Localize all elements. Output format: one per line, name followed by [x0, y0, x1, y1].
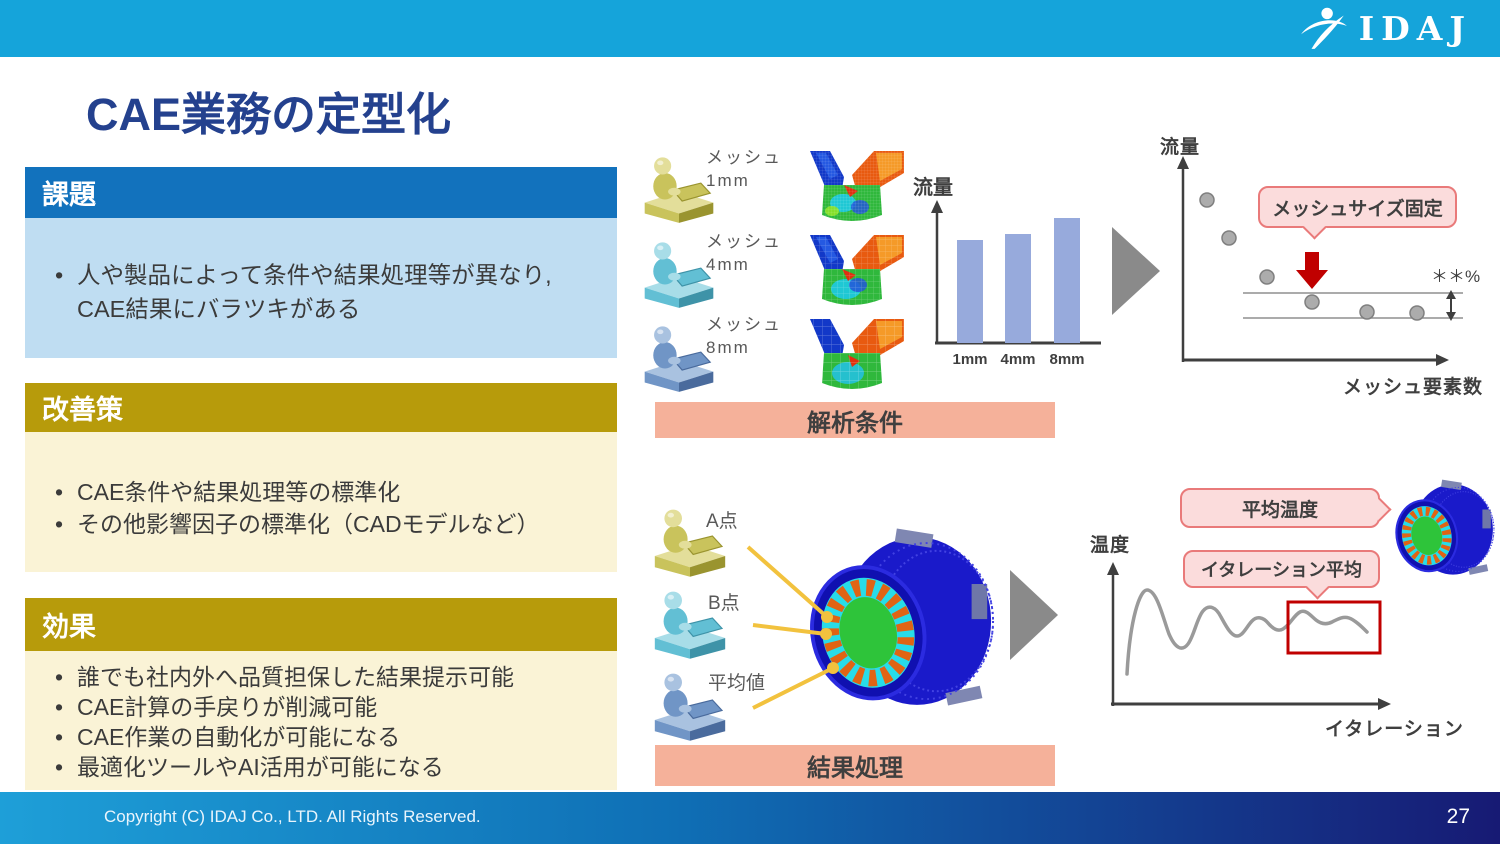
bar-8mm	[1054, 218, 1080, 343]
cfd-contour-image-4mm	[810, 235, 904, 305]
temperature-curve	[1125, 588, 1369, 676]
scatter-point	[1259, 269, 1275, 285]
footer-bar: Copyright (C) IDAJ Co., LTD. All Rights …	[0, 792, 1500, 844]
line-chart-xlabel: イタレーション	[1325, 719, 1464, 740]
average-temperature-callout: 平均温度	[1180, 488, 1392, 528]
bar-tick-label: 4mm	[1000, 351, 1035, 368]
bullet-item: CAE計算の手戻りが削減可能	[51, 692, 603, 722]
flow-rate-bar-chart: 流量 1mm 4mm 8mm	[913, 175, 1101, 368]
panel-effects-body: 誰でも社内外へ品質担保した結果提示可能 CAE計算の手戻りが削減可能 CAE作業…	[25, 651, 617, 790]
idaj-swoosh-icon	[1300, 7, 1347, 49]
panel-improvements: 改善策 CAE条件や結果処理等の標準化 その他影響因子の標準化（CADモデルなど…	[25, 383, 617, 572]
result-processing-caption: 結果処理	[655, 745, 1055, 786]
panel-effects-header: 効果	[25, 598, 617, 651]
bullet-item: CAE作業の自動化が可能になる	[51, 722, 603, 752]
panel-issues: 課題 人や製品によって条件や結果処理等が異なり, CAE結果にバラツキがある	[25, 167, 617, 358]
scatter-point	[1409, 305, 1425, 321]
bar-tick-label: 1mm	[952, 351, 987, 368]
probe-point-a	[821, 611, 833, 623]
panel-improvements-body: CAE条件や結果処理等の標準化 その他影響因子の標準化（CADモデルなど）	[25, 432, 617, 572]
bullet-item: CAE条件や結果処理等の標準化	[51, 476, 603, 508]
page-number: 27	[1446, 805, 1470, 828]
analysis-conditions-caption: 解析条件	[655, 402, 1055, 438]
actor-label: A点	[706, 511, 738, 532]
scatter-xlabel: メッシュ要素数	[1343, 377, 1484, 398]
cfd-3d-model-thumbnail	[1385, 478, 1500, 583]
cfd-contour-image-1mm	[810, 151, 904, 221]
red-down-arrow-icon	[1296, 252, 1328, 289]
bar-chart-title: 流量	[913, 175, 953, 199]
bullet-item: 誰でも社内外へ品質担保した結果提示可能	[51, 662, 603, 692]
scatter-point	[1199, 192, 1215, 208]
actor-label: 平均値	[708, 673, 766, 694]
panel-effects: 効果 誰でも社内外へ品質担保した結果提示可能 CAE計算の手戻りが削減可能 CA…	[25, 598, 617, 790]
bullet-item: 人や製品によって条件や結果処理等が異なり, CAE結果にバラツキがある	[51, 258, 599, 326]
panel-issues-header: 課題	[25, 167, 617, 218]
averaging-window-red-box	[1286, 600, 1382, 655]
right-triangle-arrow-icon	[1112, 227, 1160, 315]
page-title: CAE業務の定型化	[86, 89, 452, 140]
panel-improvements-header: 改善策	[25, 383, 617, 432]
bar-tick-label: 8mm	[1049, 351, 1084, 368]
line-chart-canvas	[1107, 562, 1391, 710]
scatter-point	[1359, 304, 1375, 320]
scatter-point	[1221, 230, 1237, 246]
scatter-plot-canvas: ＊＊%	[1177, 156, 1480, 366]
scatter-point	[1304, 294, 1320, 310]
temperature-iteration-line-chart: 温度 平均温度 イタレーション平均 イタレーション	[1085, 478, 1500, 740]
percent-annotation: ＊＊%	[1431, 267, 1480, 286]
mesh-convergence-scatter-chart: 流量 ＊＊% メッシュサイズ固定 メッシュ要素数	[1155, 122, 1500, 400]
top-accent-bar: IDAJ	[0, 0, 1500, 57]
idaj-logo: IDAJ	[1299, 6, 1472, 50]
line-chart-ylabel: 温度	[1090, 535, 1131, 556]
probe-point-avg	[827, 662, 839, 674]
panel-issues-body: 人や製品によって条件や結果処理等が異なり, CAE結果にバラツキがある	[25, 218, 617, 358]
mesh-size-fixed-callout: メッシュサイズ固定	[1258, 186, 1457, 240]
bar-4mm	[1005, 234, 1031, 343]
actor-label: B点	[708, 593, 740, 614]
right-triangle-arrow-icon	[1010, 570, 1058, 660]
probe-point-b	[820, 628, 832, 640]
copyright-text: Copyright (C) IDAJ Co., LTD. All Rights …	[104, 807, 481, 826]
probe-connector-lines	[746, 545, 839, 710]
cfd-contour-image-8mm	[810, 319, 904, 389]
logo-text: IDAJ	[1358, 8, 1472, 48]
iteration-average-callout: イタレーション平均	[1183, 550, 1380, 600]
bar-1mm	[957, 240, 983, 343]
bullet-item: 最適化ツールやAI活用が可能になる	[51, 752, 603, 782]
scatter-ylabel: 流量	[1160, 137, 1201, 158]
bullet-item: その他影響因子の標準化（CADモデルなど）	[51, 508, 603, 540]
